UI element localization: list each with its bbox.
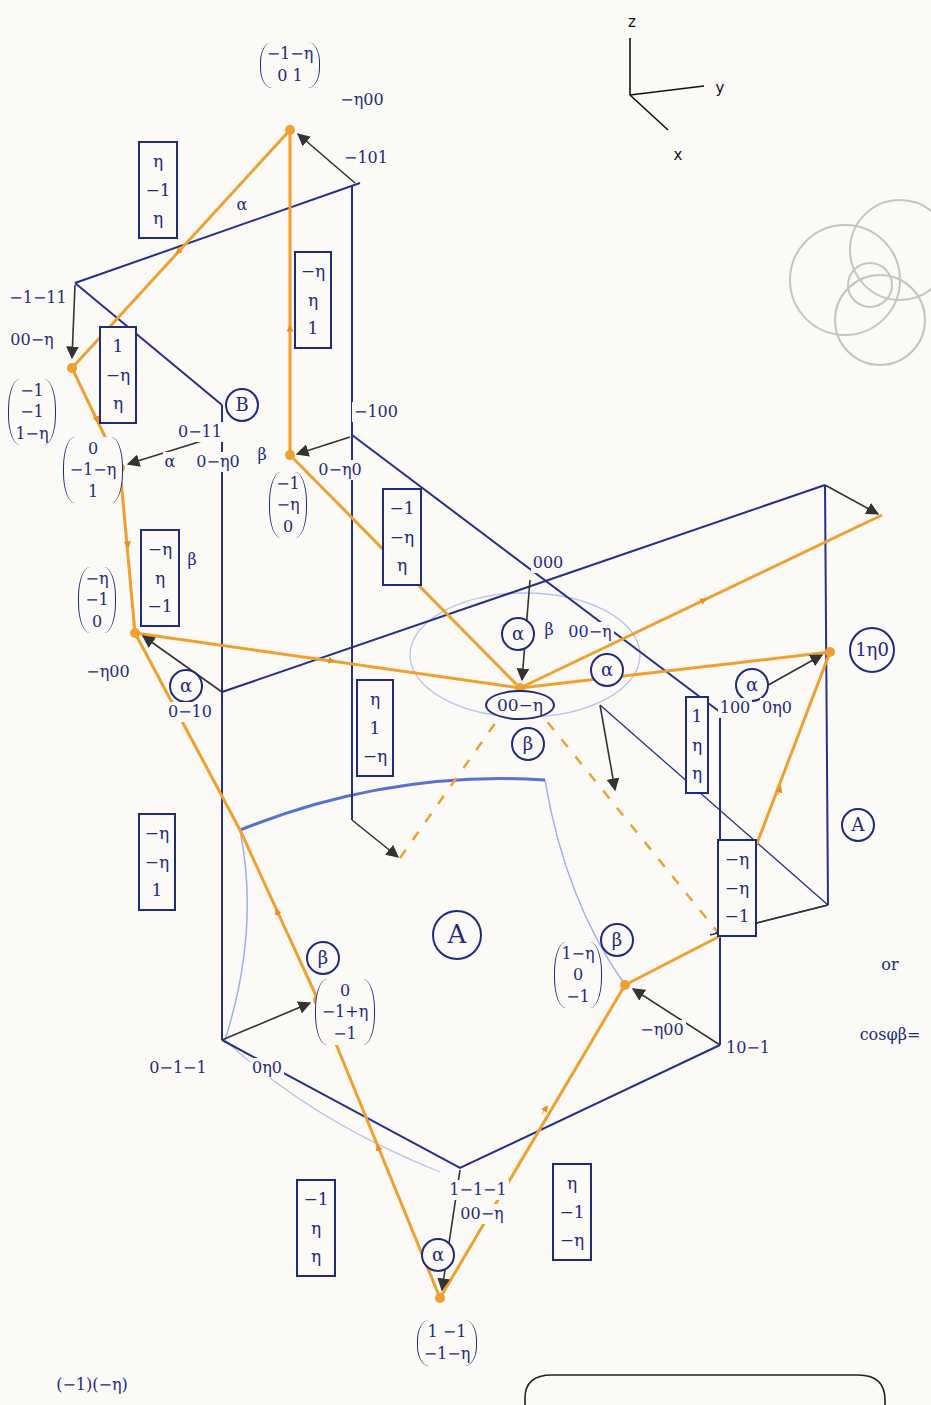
axes — [630, 38, 704, 130]
vector-box: −η η 1 — [294, 251, 332, 350]
coordinate-label: 0−11 — [176, 422, 224, 442]
coordinate-label: 100 — [718, 698, 753, 718]
circled-letter: A — [841, 808, 875, 842]
orange-arrowheads — [95, 247, 780, 1153]
node-text: 1η0 — [855, 639, 889, 661]
circled-letter: α — [501, 617, 535, 651]
node-text: β — [318, 947, 328, 969]
column-vector: 0 −1−η 1 — [63, 437, 124, 504]
coordinate-label: 000 — [531, 553, 566, 573]
angle-letter: β — [185, 550, 198, 570]
column-vector: −1 −η 0 — [269, 472, 307, 539]
coordinate-label: 00−η — [458, 1204, 505, 1224]
node-text: 1 η η — [692, 702, 703, 789]
vector-box: −η η −1 — [140, 529, 179, 628]
node-text: η −1 η — [145, 147, 170, 234]
knot-sketch — [790, 200, 931, 365]
vector-box: −1 η η — [296, 1179, 335, 1278]
angle-letter: β — [255, 445, 268, 465]
node-text: A — [448, 919, 467, 950]
axis-label: z — [626, 13, 638, 32]
coordinate-label: −η00 — [338, 90, 385, 110]
vector-box: η 1 −η — [356, 679, 394, 778]
angle-letter: α — [163, 452, 178, 472]
node-text: 1 −η η — [106, 332, 130, 419]
node-text: α — [601, 659, 613, 681]
node-text: −1 −η η — [389, 494, 414, 581]
coordinate-label: −101 — [342, 148, 390, 168]
vector-box: 1 −η η — [99, 326, 137, 425]
vector-box: η −1 −η — [552, 1163, 591, 1262]
note-text: (−1)(−η) — [54, 1375, 130, 1395]
circled-letter: α — [735, 668, 769, 702]
node-text: η 1 −η — [363, 685, 387, 772]
note-frame — [525, 1375, 885, 1405]
axis-label: x — [672, 146, 685, 165]
node-text: η −1 −η — [559, 1169, 584, 1256]
coordinate-label: 0−10 — [166, 702, 214, 722]
node-text: −η −η 1 — [145, 819, 169, 906]
column-vector: 1−η 0 −1 — [554, 942, 601, 1009]
circled-letter: A — [432, 910, 482, 960]
node-text: A — [852, 814, 865, 836]
coordinate-label: −η00 — [84, 662, 131, 682]
circled-letter: 1η0 — [849, 627, 895, 673]
cube-edges — [75, 183, 828, 1168]
coordinate-label: 0−η0 — [194, 452, 241, 472]
circled-letter: β — [306, 941, 340, 975]
node-text: α — [432, 1244, 444, 1266]
circled-letter: β — [511, 727, 545, 761]
vector-box: −η −η 1 — [138, 813, 176, 912]
circled-coordinate: 00−η — [485, 690, 555, 720]
column-vector: 1 −1 −1−η — [417, 1320, 478, 1365]
column-vector: −1 −1 1−η — [8, 379, 55, 446]
column-vector: 0 −1+η −1 — [315, 979, 376, 1046]
coordinate-label: 0η0 — [760, 698, 794, 718]
node-text: −η η −1 — [147, 535, 172, 622]
coordinate-label: −100 — [352, 402, 400, 422]
orange-points — [67, 125, 835, 1303]
node-text: α — [512, 623, 524, 645]
coordinate-label: −η00 — [638, 1020, 685, 1040]
note-text: cosφβ= — [858, 1025, 923, 1045]
angle-letter: α — [235, 195, 250, 215]
angle-letter: β — [542, 620, 555, 640]
vector-box: −η −η −1 — [717, 839, 756, 938]
node-text: −η η 1 — [301, 257, 325, 344]
circled-letter: α — [590, 653, 624, 687]
circled-letter: α — [169, 669, 203, 703]
circled-letter: β — [600, 923, 634, 957]
note-text: or — [879, 955, 900, 975]
column-vector: −η −1 0 — [78, 567, 116, 634]
node-text: α — [180, 675, 192, 697]
circled-letter: B — [225, 388, 259, 422]
node-text: −1 η η — [303, 1185, 328, 1272]
coordinate-label: 1−1−1 — [447, 1180, 508, 1200]
grey-vectors — [72, 134, 878, 1290]
coordinate-label: 10−1 — [724, 1038, 772, 1058]
coordinate-label: 0−η0 — [316, 460, 363, 480]
coordinate-label: 00−η — [8, 330, 55, 350]
vector-box: η −1 η — [138, 141, 177, 240]
node-text: B — [235, 394, 248, 416]
coordinate-label: 00−η — [566, 622, 613, 642]
node-text: α — [746, 674, 758, 696]
vector-box: −1 −η η — [382, 488, 421, 587]
coordinate-label: 0−1−1 — [147, 1058, 208, 1078]
coordinate-label: 0η0 — [250, 1058, 284, 1078]
node-text: 00−η — [497, 695, 543, 715]
axis-label: y — [714, 79, 727, 98]
coordinate-label: −1−11 — [7, 288, 68, 308]
circled-letter: α — [421, 1238, 455, 1272]
node-text: −η −η −1 — [724, 845, 749, 932]
node-text: β — [523, 733, 533, 755]
node-text: β — [612, 929, 622, 951]
orange-path — [72, 130, 882, 1298]
column-vector: −1−η 0 1 — [260, 42, 321, 87]
vector-box: 1 η η — [685, 696, 710, 795]
